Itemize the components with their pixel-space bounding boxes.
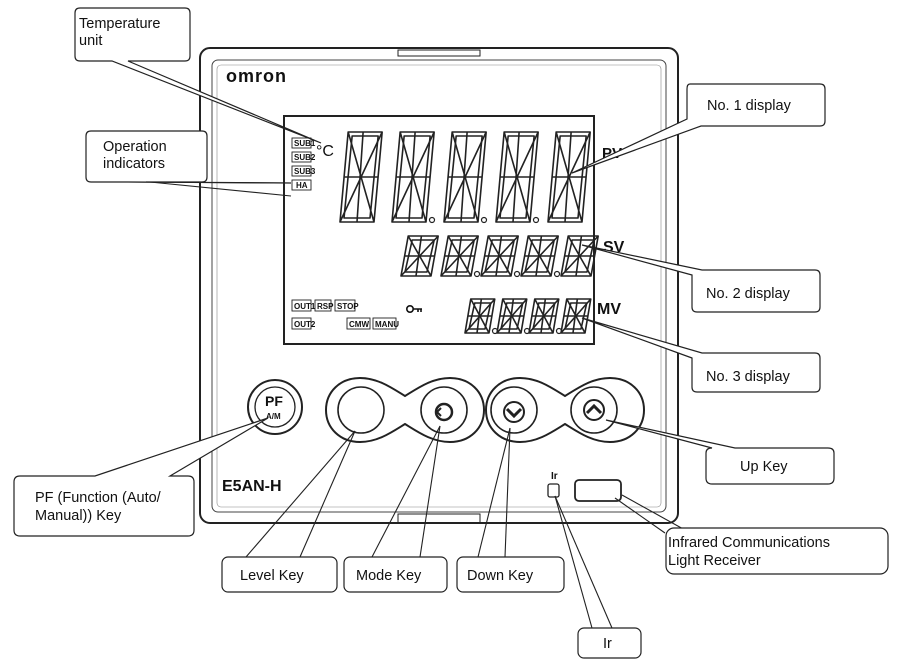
- lcd-digit: [528, 298, 560, 334]
- status-indicators: OUT1 RSP STOP OUT2 CMW MANU: [291, 299, 399, 330]
- lcd-digit: [560, 298, 592, 334]
- unit-symbol: °C: [316, 143, 334, 160]
- callout-no2-display-text: No. 2 display: [706, 286, 791, 302]
- callout-no2-display: No. 2 display: [581, 244, 821, 313]
- indicator-out2: OUT2: [294, 320, 316, 329]
- lcd-digit-outline: [343, 135, 379, 219]
- callout-level-key-text: Level Key: [240, 568, 304, 584]
- callout-pf-key: PF (Function (Auto/ Manual)) Key: [13, 417, 269, 537]
- lcd-digit: [496, 298, 528, 334]
- indicator-manu: MANU: [375, 320, 399, 329]
- brand-logo: omron: [226, 66, 287, 86]
- pv-digits: [339, 131, 591, 224]
- lcd-digit-outline: [499, 135, 535, 219]
- callout-up-key-text: Up Key: [740, 459, 788, 475]
- callout-infrared-line2: Light Receiver: [668, 553, 761, 569]
- callout-up-key: Up Key: [605, 419, 835, 485]
- infrared-receiver: [574, 479, 622, 502]
- callout-level-key: Level Key: [221, 430, 356, 593]
- callout-operation-indicators: Operation indicators: [85, 130, 292, 197]
- lcd-digit-outline: [564, 302, 588, 330]
- lcd-digit-outline: [404, 239, 435, 273]
- chevron-up-icon: [583, 399, 605, 421]
- callout-mode-key: Mode Key: [343, 425, 448, 593]
- callout-mode-key-text: Mode Key: [356, 568, 422, 584]
- lcd-digit-outline: [468, 302, 492, 330]
- indicator-sub1: SUB1: [294, 139, 316, 148]
- up-key[interactable]: [570, 386, 618, 434]
- callout-pf-key-line1: PF (Function (Auto/: [35, 490, 162, 506]
- indicator-sub3: SUB3: [294, 167, 316, 176]
- lcd-digit-outline: [564, 239, 595, 273]
- callout-ir-text: Ir: [603, 636, 612, 652]
- lcd-digit-outline: [532, 302, 556, 330]
- lcd-digit-outline: [551, 135, 587, 219]
- lcd-digit: [480, 235, 519, 277]
- lcd-digit-outline: [500, 302, 524, 330]
- callout-no3-display-text: No. 3 display: [706, 369, 791, 385]
- key-lock-icon: [405, 304, 422, 313]
- callout-temperature-unit: Temperature unit: [74, 7, 322, 144]
- lcd-digit: [339, 131, 383, 223]
- lcd-decimal-point: [513, 270, 521, 278]
- pf-key-label: PF: [265, 393, 283, 409]
- lcd-digit: [547, 131, 591, 223]
- lcd-decimal-point: [480, 216, 488, 224]
- indicator-out1: OUT1: [294, 302, 316, 311]
- lcd-digit: [443, 131, 487, 223]
- pf-key[interactable]: PF A/M: [247, 379, 303, 435]
- operation-indicators: SUB1 SUB2 SUB3 HA: [291, 137, 316, 191]
- lcd-decimal-point: [428, 216, 436, 224]
- mv-tag: MV: [597, 301, 621, 318]
- indicator-sub2: SUB2: [294, 153, 316, 162]
- lcd-digit-outline: [524, 239, 555, 273]
- callout-temperature-unit-line2: unit: [79, 33, 102, 49]
- mv-digits: [464, 298, 592, 335]
- callout-temperature-unit-line1: Temperature: [79, 16, 160, 32]
- callout-no1-display: No. 1 display: [571, 83, 826, 174]
- callout-no3-display: No. 3 display: [581, 317, 821, 393]
- lcd-digit: [560, 235, 599, 277]
- lcd-digit-outline: [447, 135, 483, 219]
- mode-key[interactable]: [420, 386, 468, 434]
- lcd-decimal-point: [553, 270, 561, 278]
- chevron-down-icon: [503, 401, 525, 423]
- pf-key-sublabel: A/M: [266, 412, 281, 421]
- lcd-decimal-point: [473, 270, 481, 278]
- lcd-digit: [520, 235, 559, 277]
- callout-infrared: Infrared Communications Light Receiver: [614, 494, 889, 575]
- lcd-digit: [391, 131, 435, 223]
- callout-no1-display-text: No. 1 display: [707, 98, 792, 114]
- level-key[interactable]: [337, 386, 385, 434]
- lcd-digit: [400, 235, 439, 277]
- model-label: E5AN-H: [222, 478, 282, 495]
- indicator-ha: HA: [296, 181, 308, 190]
- callout-operation-indicators-line1: Operation: [103, 139, 167, 155]
- indicator-rsp: RSP: [317, 302, 334, 311]
- callout-operation-indicators-line2: indicators: [103, 156, 165, 172]
- lcd-digit-outline: [484, 239, 515, 273]
- indicator-stop: STOP: [337, 302, 359, 311]
- ir-tag: Ir: [551, 471, 558, 482]
- down-key[interactable]: [490, 386, 538, 434]
- callout-ir: Ir: [554, 495, 642, 659]
- lcd-digit: [495, 131, 539, 223]
- lcd-digit: [440, 235, 479, 277]
- lcd-decimal-point: [532, 216, 540, 224]
- ir-sensor: [547, 483, 560, 498]
- callout-down-key: Down Key: [456, 427, 565, 593]
- callout-pf-key-line2: Manual)) Key: [35, 508, 122, 524]
- callout-infrared-line1: Infrared Communications: [668, 535, 830, 551]
- sv-digits: [400, 235, 599, 278]
- lcd-digit-outline: [444, 239, 475, 273]
- callout-down-key-text: Down Key: [467, 568, 534, 584]
- lcd-digit: [464, 298, 496, 334]
- lcd-digit-outline: [395, 135, 431, 219]
- indicator-cmw: CMW: [349, 320, 369, 329]
